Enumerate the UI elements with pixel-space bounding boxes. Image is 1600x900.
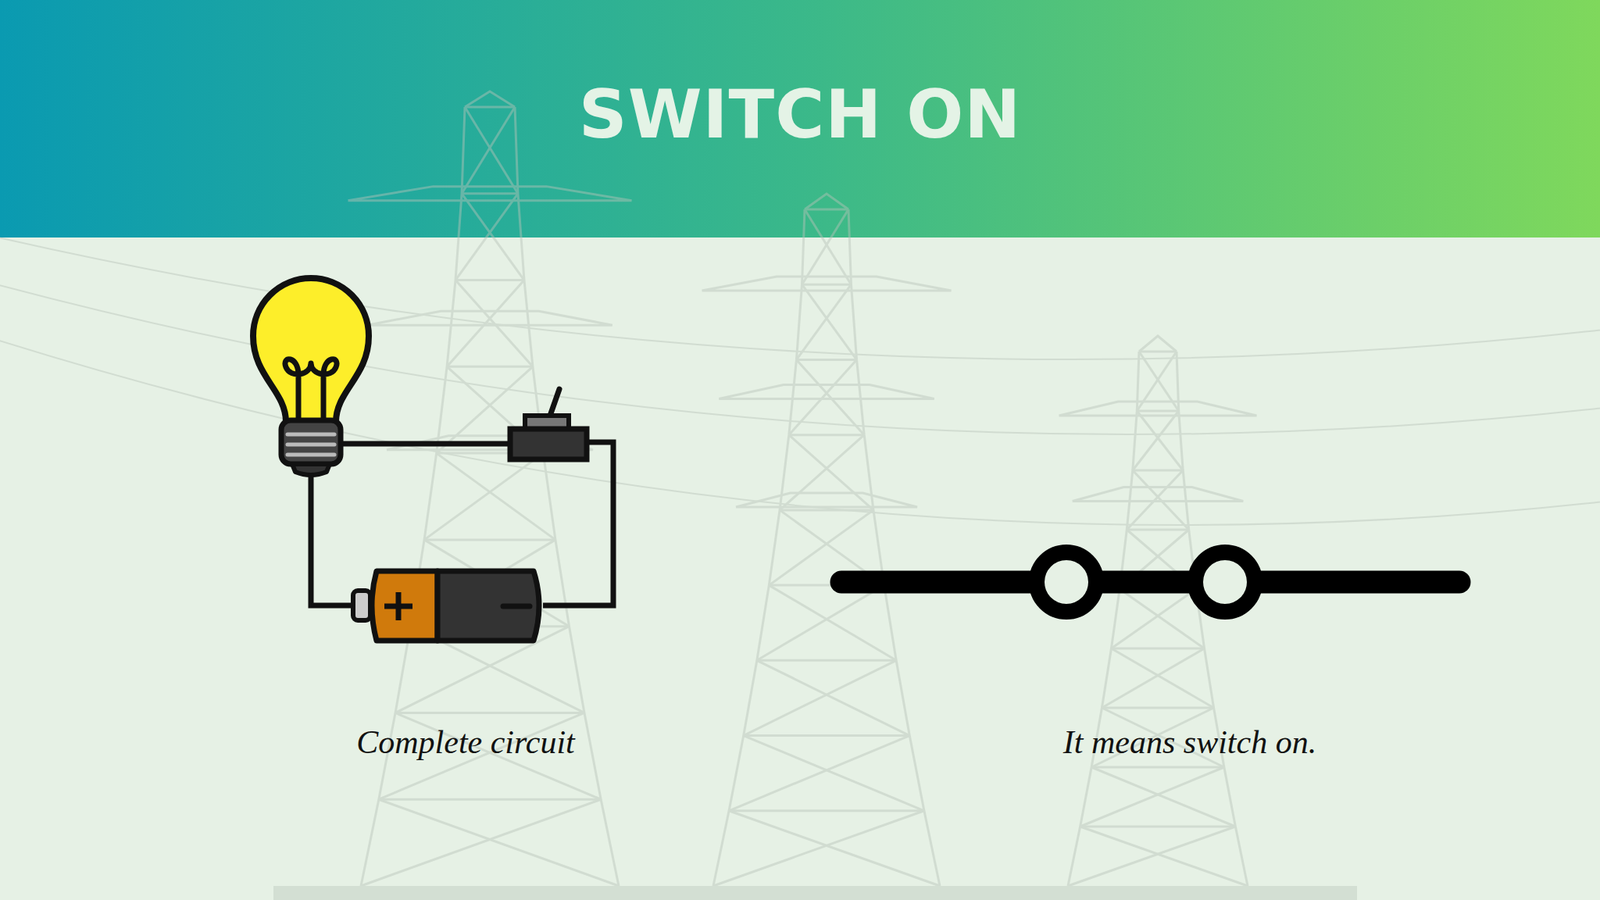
caption-label: Complete circuit — [356, 722, 575, 762]
caption-label: It means switch on. — [1063, 722, 1317, 762]
switch-on-symbol — [841, 552, 1460, 612]
slide-title: SWITCH ON — [0, 75, 1600, 154]
bottom-strip — [273, 885, 1358, 900]
pylon-background — [0, 91, 1600, 886]
battery — [353, 571, 540, 641]
switch — [510, 389, 587, 460]
